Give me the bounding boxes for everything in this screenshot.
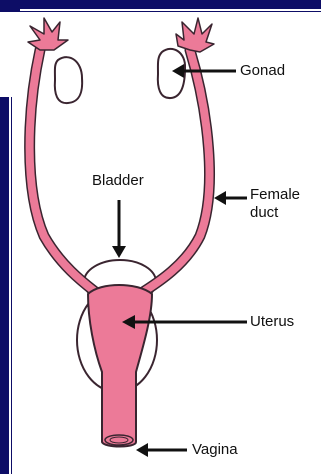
gonad-left (55, 57, 82, 103)
uterus-label: Uterus (250, 313, 294, 331)
fimbriae-left (28, 18, 68, 50)
female-duct-label: Female duct (250, 186, 306, 222)
gonad-label: Gonad (240, 62, 285, 80)
female-duct-arrow (214, 191, 247, 205)
vagina-arrow (136, 443, 187, 457)
fimbriae-right (176, 18, 214, 52)
gonad-arrow (172, 64, 236, 78)
bladder-label: Bladder (92, 172, 144, 190)
vagina-label: Vagina (192, 441, 238, 459)
bladder-arrow (112, 200, 126, 258)
